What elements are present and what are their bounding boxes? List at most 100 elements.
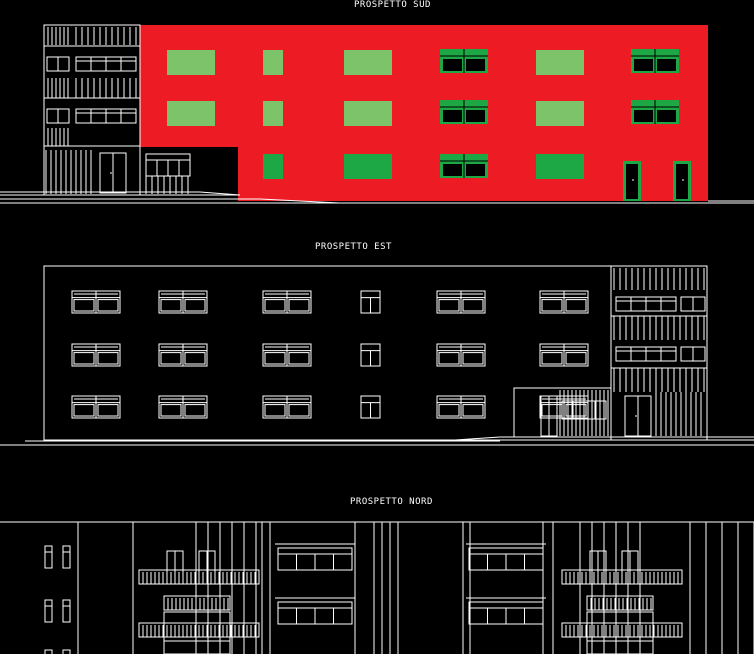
glass bbox=[634, 110, 653, 122]
south-framed-window bbox=[440, 49, 488, 73]
north-narrow-window bbox=[44, 649, 53, 654]
glass bbox=[443, 110, 462, 122]
south-framed-window bbox=[440, 154, 488, 178]
window-light bbox=[438, 352, 460, 365]
window-light bbox=[541, 299, 563, 312]
window-light bbox=[97, 299, 119, 312]
glass bbox=[634, 59, 653, 71]
door-glass bbox=[676, 164, 688, 199]
window-light bbox=[462, 352, 484, 365]
window-dark-green bbox=[344, 154, 392, 179]
window-green bbox=[167, 50, 215, 75]
ramp-line bbox=[439, 436, 501, 442]
window-light bbox=[264, 299, 286, 312]
north-window bbox=[466, 543, 546, 571]
north-narrow-window bbox=[44, 599, 53, 623]
east-elevation-title: PROSPETTO EST bbox=[315, 242, 392, 252]
north-narrow-window bbox=[62, 599, 71, 623]
window-light bbox=[541, 404, 563, 417]
north-elevation-drawing bbox=[0, 521, 754, 654]
window-light bbox=[97, 352, 119, 365]
window-light bbox=[73, 299, 95, 312]
east-window bbox=[262, 343, 312, 367]
north-narrow-window bbox=[44, 545, 53, 569]
south-framed-window bbox=[631, 49, 679, 73]
window-light bbox=[184, 352, 206, 365]
east-entrance-door bbox=[624, 395, 652, 437]
ramp-line bbox=[259, 198, 341, 204]
glass bbox=[657, 59, 676, 71]
east-window bbox=[262, 395, 312, 419]
window-light bbox=[160, 299, 182, 312]
window-dark-green bbox=[263, 154, 283, 179]
window-light bbox=[565, 299, 587, 312]
east-window bbox=[539, 343, 589, 367]
east-window bbox=[436, 395, 486, 419]
balcony-slab bbox=[163, 611, 231, 654]
red-facade-wall bbox=[140, 25, 708, 201]
balcony-railing bbox=[586, 640, 654, 654]
window-light bbox=[97, 404, 119, 417]
east-window bbox=[158, 343, 208, 367]
window-light bbox=[160, 352, 182, 365]
east-door bbox=[540, 395, 558, 437]
balcony-railing bbox=[586, 595, 654, 611]
window-light bbox=[264, 404, 286, 417]
east-tower-outline bbox=[610, 265, 708, 441]
east-elevation-drawing bbox=[0, 265, 754, 446]
north-narrow-window bbox=[62, 649, 71, 654]
door-glass bbox=[626, 164, 638, 199]
north-window bbox=[466, 597, 546, 625]
north-window bbox=[275, 597, 355, 625]
balcony-slab bbox=[586, 611, 654, 654]
glass bbox=[466, 164, 485, 176]
window-light bbox=[462, 404, 484, 417]
window-light bbox=[160, 404, 182, 417]
glass bbox=[443, 164, 462, 176]
window-light bbox=[288, 352, 310, 365]
east-window bbox=[539, 290, 589, 314]
window-light bbox=[264, 352, 286, 365]
glass bbox=[466, 110, 485, 122]
window-green bbox=[263, 101, 283, 126]
window-light bbox=[438, 404, 460, 417]
balcony-railing bbox=[163, 595, 231, 611]
window-light bbox=[565, 352, 587, 365]
window-light bbox=[184, 404, 206, 417]
window-light bbox=[462, 299, 484, 312]
window-light bbox=[288, 404, 310, 417]
ramp-line bbox=[199, 191, 241, 196]
east-window bbox=[436, 343, 486, 367]
window-green bbox=[344, 101, 392, 126]
window-green bbox=[536, 50, 584, 75]
window-dark-green bbox=[536, 154, 584, 179]
south-elevation-title: PROSPETTO SUD bbox=[354, 0, 431, 10]
glass bbox=[466, 59, 485, 71]
window-light bbox=[541, 352, 563, 365]
window-green bbox=[536, 101, 584, 126]
window-light bbox=[438, 299, 460, 312]
east-narrow-window bbox=[360, 395, 381, 419]
east-window bbox=[71, 343, 121, 367]
glass bbox=[443, 59, 462, 71]
window-light bbox=[184, 299, 206, 312]
window-light bbox=[73, 404, 95, 417]
window-green bbox=[344, 50, 392, 75]
window-light bbox=[73, 352, 95, 365]
north-narrow-window bbox=[62, 545, 71, 569]
window-green bbox=[167, 101, 215, 126]
south-framed-window bbox=[631, 100, 679, 124]
balcony-group bbox=[138, 550, 260, 654]
east-window bbox=[158, 395, 208, 419]
glass bbox=[657, 110, 676, 122]
balcony-group bbox=[561, 550, 683, 654]
east-narrow-window bbox=[360, 343, 381, 367]
window-light bbox=[288, 299, 310, 312]
north-window bbox=[275, 543, 355, 571]
east-window bbox=[71, 395, 121, 419]
east-window bbox=[262, 290, 312, 314]
east-narrow-window bbox=[360, 290, 381, 314]
east-window bbox=[158, 290, 208, 314]
window-green bbox=[263, 50, 283, 75]
